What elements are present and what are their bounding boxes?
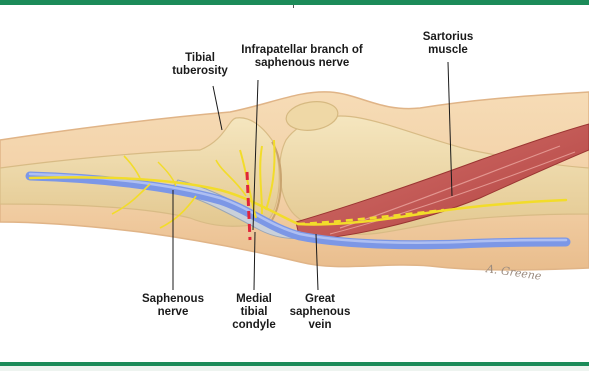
label-infrapatellar-branch: Infrapatellar branch of saphenous nerve — [214, 44, 390, 70]
bottom-band — [0, 366, 589, 371]
label-saphenous-nerve: Saphenous nerve — [130, 293, 216, 319]
label-medial-tibial-condyle: Medial tibial condyle — [218, 293, 290, 332]
label-great-saphenous-vein: Great saphenous vein — [284, 293, 356, 332]
label-sartorius-muscle: Sartorius muscle — [408, 31, 488, 57]
